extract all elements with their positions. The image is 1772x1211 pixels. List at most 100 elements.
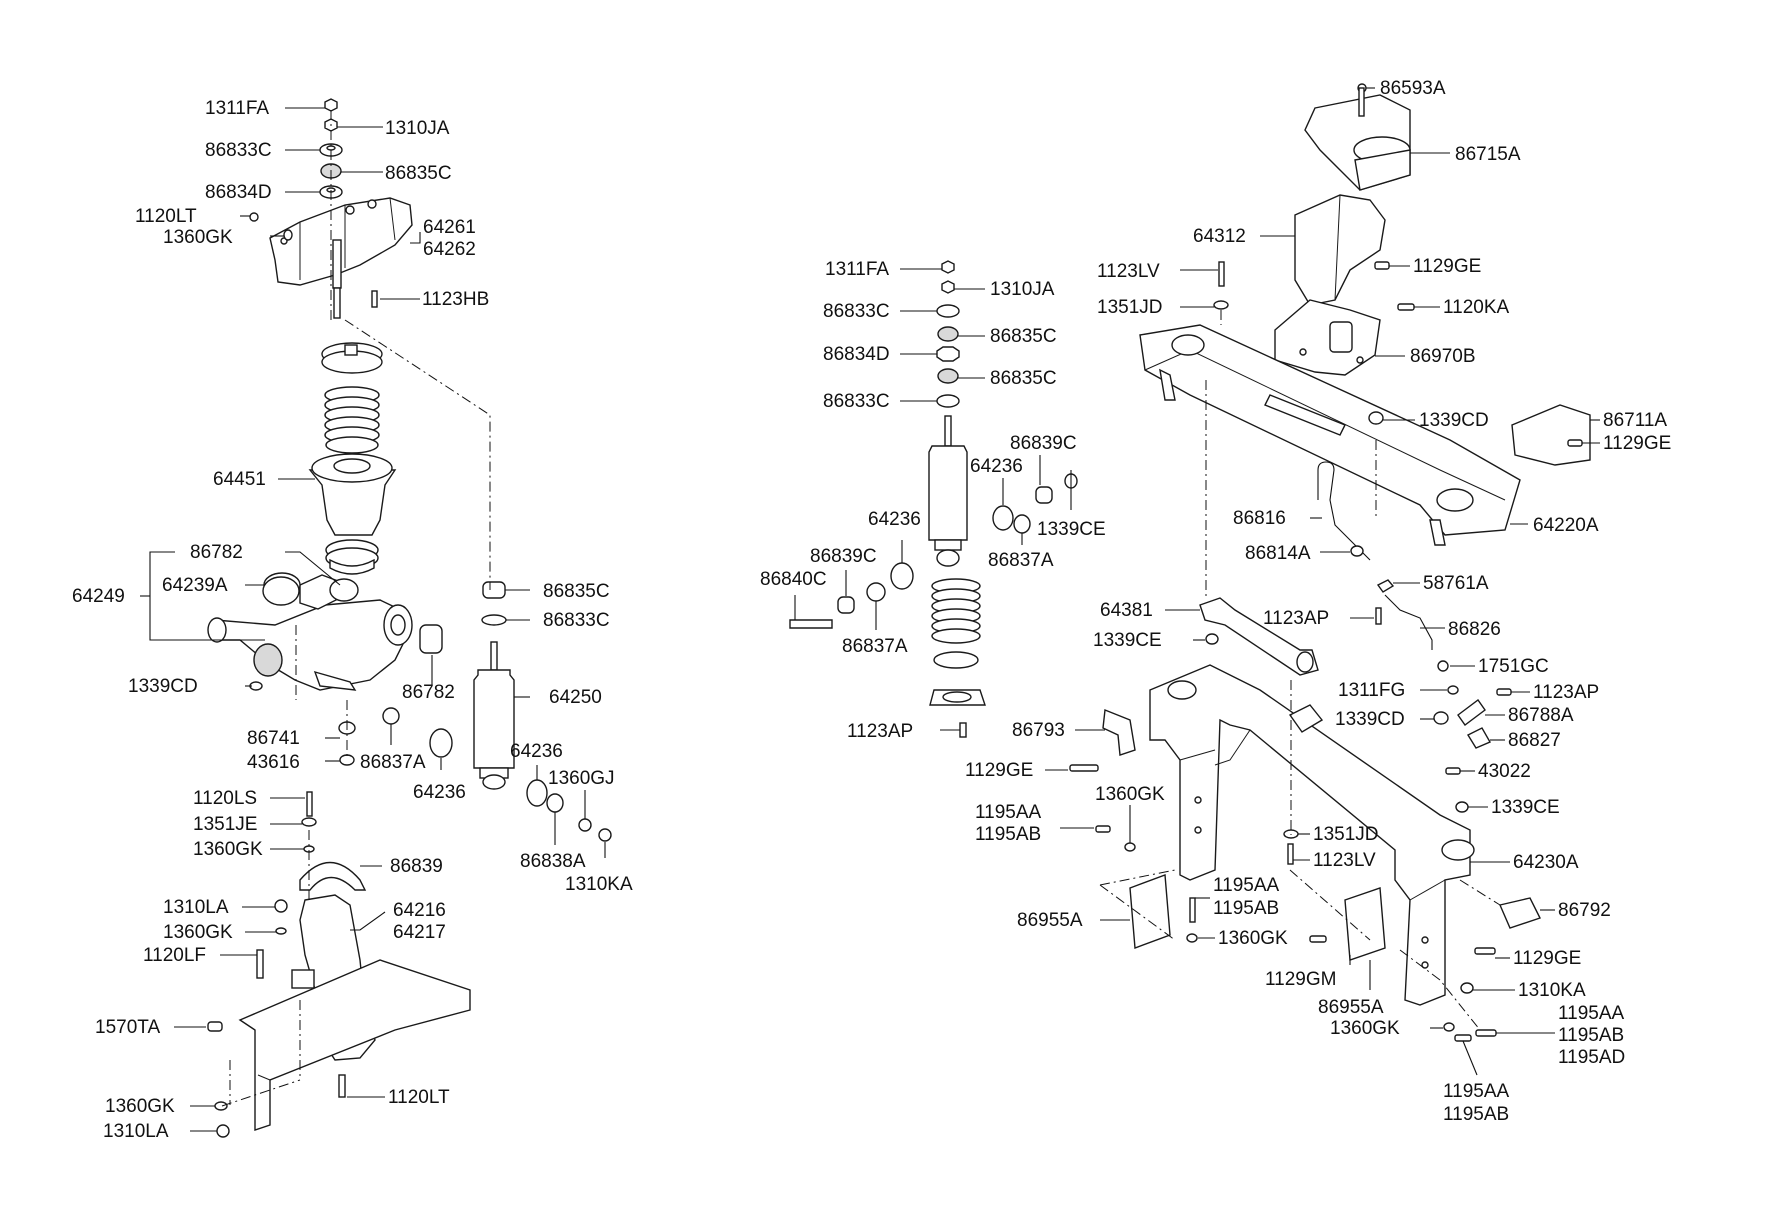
label-1120LF: 1120LF (143, 945, 206, 966)
label-86837A-a: 86837A (360, 752, 426, 773)
nut-1339CD-c (1433, 711, 1449, 725)
label-86833C-b: 86833C (543, 610, 610, 631)
label-1570TA: 1570TA (95, 1017, 160, 1038)
bolt-1123LV-b (1287, 843, 1294, 865)
right-assembly (1069, 83, 1591, 1042)
label-86782-b: 86782 (402, 682, 455, 703)
link-64381 (1199, 597, 1319, 676)
bolt-1195AA-a (1095, 825, 1111, 833)
bracket-86792 (1499, 897, 1541, 929)
label-1129GE-a: 1129GE (1413, 256, 1481, 277)
label-64230A: 64230A (1513, 852, 1579, 873)
bolt-1129GE-d (1474, 947, 1496, 955)
frame-rail-section (238, 959, 471, 1131)
label-1311FG: 1311FG (1338, 680, 1405, 701)
label-1195AD: 1195AD (1558, 1047, 1625, 1068)
label-64236-c: 64236 (970, 456, 1023, 477)
label-1195AA-a: 1195AA (975, 802, 1042, 823)
label-1123LV-b: 1123LV (1313, 850, 1376, 871)
label-1339CE-b: 1339CE (1093, 630, 1162, 651)
label-1360GK-d: 1360GK (105, 1096, 175, 1117)
label-86741: 86741 (247, 728, 300, 749)
label-86838A: 86838A (520, 851, 586, 872)
label-1351JD-a: 1351JD (1097, 297, 1163, 318)
nut-1360GJ (578, 818, 592, 832)
label-1360GK-b: 1360GK (193, 839, 263, 860)
washer-86833C-d (936, 394, 960, 408)
stabilizer-bracket-86839 (299, 861, 367, 891)
label-1360GK-c: 1360GK (163, 922, 233, 943)
label-1351JD-b: 1351JD (1313, 824, 1379, 845)
label-86833C-a: 86833C (205, 140, 272, 161)
bolt-1123AP-b (1375, 607, 1382, 625)
label-43022: 43022 (1478, 761, 1531, 782)
bolt-1123AP-c (1496, 688, 1512, 696)
nut-1339CD-b (1368, 411, 1384, 425)
label-64250: 64250 (549, 687, 602, 708)
label-1339CE-a: 1339CE (1037, 519, 1106, 540)
part-labels: 1311FA 1310JA 86833C 86835C 86834D 1120L… (72, 78, 1671, 1142)
washer-1360GK-f (1186, 933, 1198, 943)
bolt-1123LV-a (1218, 261, 1225, 287)
bushing-64236-a (429, 728, 453, 758)
bushing-86782-a (329, 578, 359, 602)
washer-86833C-c (936, 304, 960, 318)
bolt-1123AP-a (959, 722, 967, 738)
label-86835C-c: 86835C (990, 326, 1057, 347)
label-1195AB-d: 1195AB (1443, 1104, 1509, 1125)
label-1310JA-a: 1310JA (385, 118, 450, 139)
label-64216: 64216 (393, 900, 446, 921)
nut-1311FA-b (941, 260, 955, 274)
label-1310KA-b: 1310KA (1518, 980, 1586, 1001)
label-86839C-b: 86839C (810, 546, 877, 567)
fitting-1751GC (1437, 660, 1449, 672)
nut-1310LA-a (274, 899, 288, 913)
washer-1360GK-d (214, 1101, 228, 1111)
label-1195AA-b: 1195AA (1213, 875, 1280, 896)
bolt-1129GE-c (1069, 764, 1099, 772)
shock-absorber (473, 581, 515, 790)
bolt-86840C (789, 619, 833, 629)
bushing-64239A (262, 576, 300, 606)
label-64220A: 64220A (1533, 515, 1599, 536)
label-64236-b: 64236 (510, 741, 563, 762)
bushing-86835C-d (937, 368, 959, 384)
label-64239A: 64239A (162, 575, 228, 596)
bolt-1120KA (1397, 303, 1415, 311)
nut-1339CE-b (1205, 633, 1219, 645)
label-1123AP-b: 1123AP (1263, 608, 1329, 629)
label-86839C-a: 86839C (1010, 433, 1077, 454)
label-1311FA-a: 1311FA (205, 98, 269, 119)
label-1123AP-c: 1123AP (1533, 682, 1599, 703)
label-1195AB-c: 1195AB (1558, 1025, 1624, 1046)
coil-spring-upper (321, 342, 383, 454)
label-1339CE-c: 1339CE (1491, 797, 1560, 818)
label-1120KA: 1120KA (1443, 297, 1510, 318)
label-86793: 86793 (1012, 720, 1065, 741)
label-64217: 64217 (393, 922, 446, 943)
nut-1310KA-b (1460, 982, 1474, 994)
label-86835C-d: 86835C (990, 368, 1057, 389)
label-1339CD-a: 1339CD (128, 676, 198, 697)
bolt-1129GM (1309, 935, 1327, 943)
label-1123AP-a: 1123AP (847, 721, 913, 742)
washer-86837A-c (866, 582, 886, 602)
cover-86715A (1304, 83, 1411, 191)
label-1360GK-e: 1360GK (1095, 784, 1165, 805)
label-64262: 64262 (423, 239, 476, 260)
label-1195AB-b: 1195AB (1213, 898, 1279, 919)
label-43616: 43616 (247, 752, 300, 773)
washer-86837A-b (1013, 514, 1031, 534)
nut-1310LA-b (216, 1124, 230, 1138)
bolt-1195AA-c (1475, 1029, 1497, 1037)
label-1195AA-c: 1195AA (1558, 1003, 1625, 1024)
upper-mount-bracket (269, 197, 413, 319)
coil-spring-middle (929, 578, 986, 706)
bracket-86955A-a (1129, 874, 1171, 949)
label-64236-d: 64236 (868, 509, 921, 530)
washer-1351JE (301, 817, 317, 827)
label-86833C-d: 86833C (823, 391, 890, 412)
bolt-1570TA (207, 1021, 223, 1032)
bushing-86839C-a (1035, 486, 1053, 504)
